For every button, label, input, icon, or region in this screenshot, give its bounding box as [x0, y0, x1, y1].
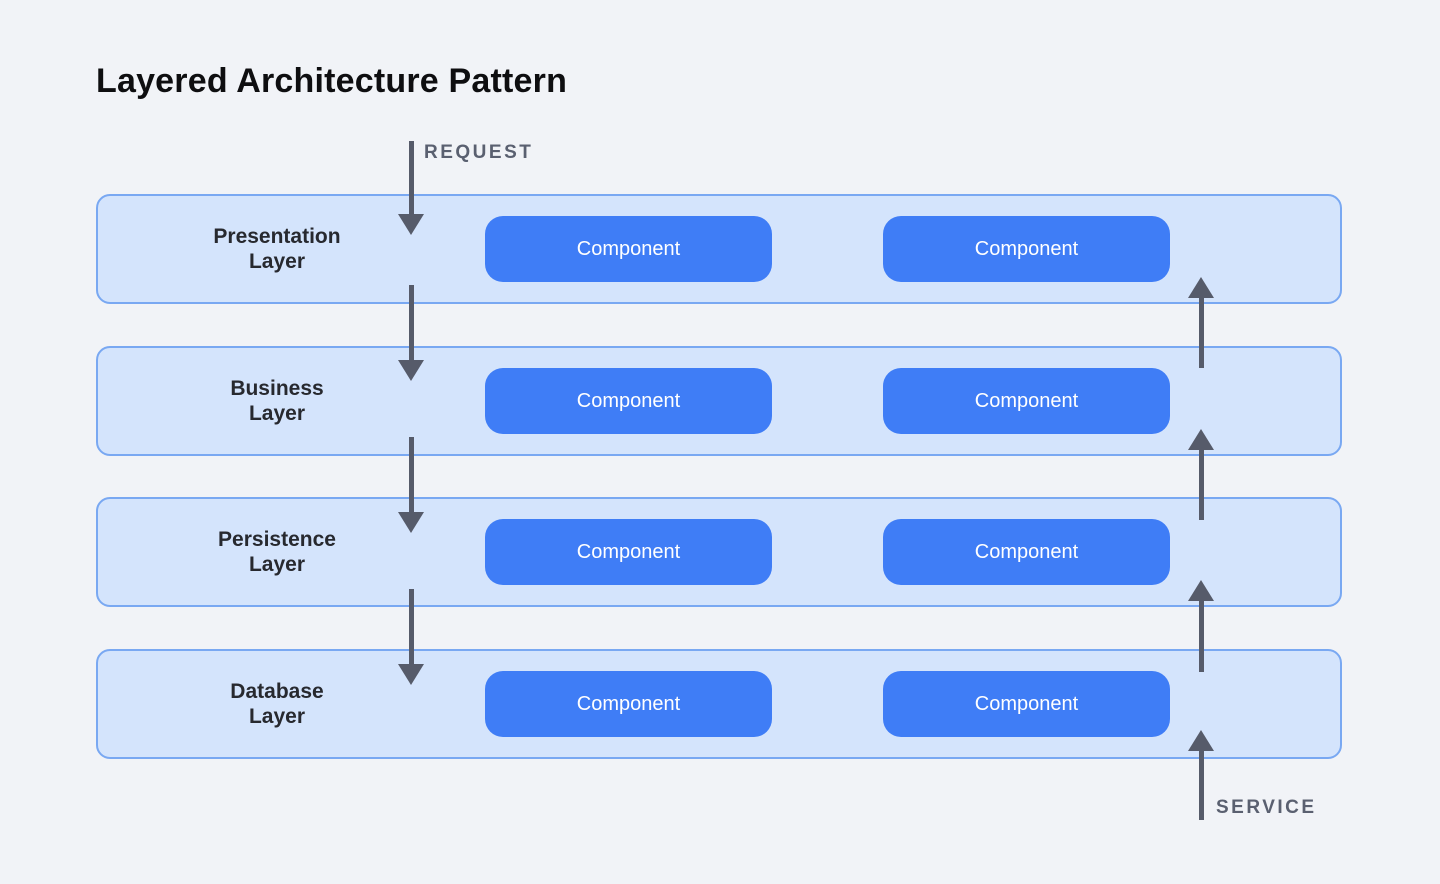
layer-business: Business Layer Component Component — [96, 346, 1342, 456]
arrow-line — [408, 589, 414, 664]
component-box: Component — [485, 368, 772, 434]
layer-name-line2: Layer — [248, 402, 306, 425]
layer-name-line1: Presentation — [213, 225, 341, 248]
component-box: Component — [883, 671, 1170, 737]
layer-label: Business Layer — [157, 376, 397, 426]
service-flow-label: SERVICE — [1216, 797, 1317, 818]
component-box: Component — [485, 671, 772, 737]
arrow-head — [1188, 277, 1214, 298]
arrow-line — [408, 141, 414, 214]
down-arrow-icon — [398, 285, 424, 381]
layer-name-line1: Business — [230, 377, 324, 400]
layer-presentation: Presentation Layer Component Component — [96, 194, 1342, 304]
down-arrow-icon — [398, 589, 424, 685]
component-box: Component — [883, 368, 1170, 434]
layer-name-line2: Layer — [248, 250, 306, 273]
layer-persistence: Persistence Layer Component Component — [96, 497, 1342, 607]
arrow-head — [398, 664, 424, 685]
layer-name-line1: Database — [230, 680, 324, 703]
arrow-head — [398, 214, 424, 235]
arrow-head — [398, 512, 424, 533]
component-box: Component — [883, 216, 1170, 282]
component-box: Component — [485, 519, 772, 585]
arrow-line — [1198, 751, 1204, 820]
layer-name-line2: Layer — [248, 705, 306, 728]
component-box: Component — [883, 519, 1170, 585]
layer-database: Database Layer Component Component — [96, 649, 1342, 759]
page-title: Layered Architecture Pattern — [96, 62, 568, 100]
arrow-head — [398, 360, 424, 381]
up-arrow-icon — [1188, 429, 1214, 520]
up-arrow-icon — [1188, 277, 1214, 368]
layer-name-line2: Layer — [248, 553, 306, 576]
request-flow-label: REQUEST — [424, 142, 534, 163]
layer-label: Presentation Layer — [157, 224, 397, 274]
arrow-line — [408, 285, 414, 360]
down-arrow-icon — [398, 141, 424, 235]
up-arrow-icon — [1188, 580, 1214, 672]
layer-label: Persistence Layer — [157, 527, 397, 577]
up-arrow-icon — [1188, 730, 1214, 820]
arrow-head — [1188, 429, 1214, 450]
layer-name-line1: Persistence — [218, 528, 336, 551]
layer-label: Database Layer — [157, 679, 397, 729]
component-box: Component — [485, 216, 772, 282]
arrow-head — [1188, 730, 1214, 751]
arrow-line — [1198, 450, 1204, 520]
arrow-head — [1188, 580, 1214, 601]
arrow-line — [1198, 298, 1204, 368]
arrow-line — [408, 437, 414, 512]
arrow-line — [1198, 601, 1204, 672]
down-arrow-icon — [398, 437, 424, 533]
